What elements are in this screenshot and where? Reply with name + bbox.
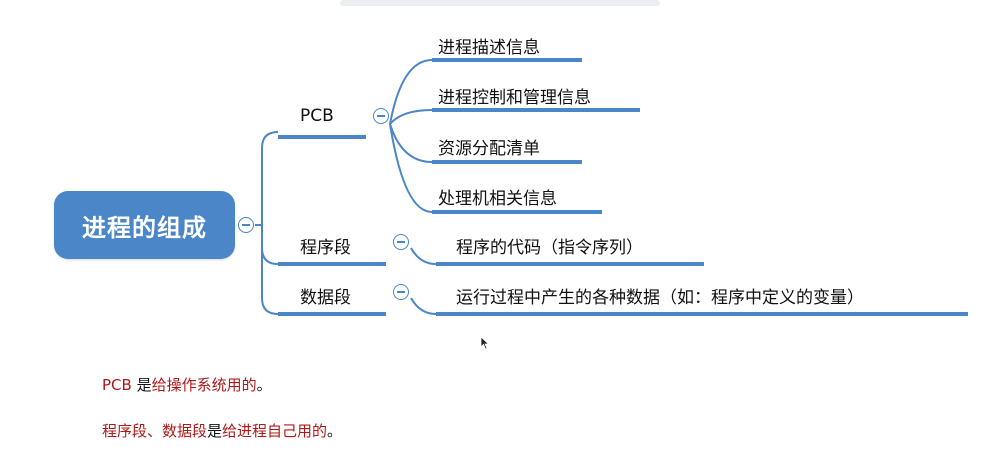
connector-pcb-child-4 xyxy=(389,123,433,213)
note-segments: 程序段、数据段是给进程自己用的。 xyxy=(102,420,342,441)
note-pcb-verb: 是 xyxy=(136,376,152,394)
note-pcb-end: 。 xyxy=(256,376,272,394)
connector-pcb-child-3 xyxy=(389,123,433,163)
connector-root-pcb xyxy=(261,131,279,225)
leaf-process-description[interactable]: 进程描述信息 xyxy=(438,38,540,58)
connector-root-data xyxy=(261,225,279,315)
leaf-process-control[interactable]: 进程控制和管理信息 xyxy=(438,88,591,108)
root-node[interactable]: 进程的组成 xyxy=(54,191,235,259)
mouse-cursor-icon xyxy=(480,336,490,350)
connector-root-program xyxy=(261,225,279,265)
leaf-runtime-data[interactable]: 运行过程中产生的各种数据（如：程序中定义的变量） xyxy=(456,288,864,308)
note-pcb: PCB 是给操作系统用的。 xyxy=(102,374,272,395)
note-segments-verb: 是 xyxy=(207,422,223,440)
note-segments-subject: 程序段、数据段 xyxy=(102,422,208,440)
leaf-resource-list[interactable]: 资源分配清单 xyxy=(438,139,540,159)
note-pcb-purpose: 给操作系统用的 xyxy=(151,376,257,394)
connector-pcb-child-2 xyxy=(389,109,433,125)
top-faded-bar xyxy=(340,0,660,6)
collapse-data-icon[interactable] xyxy=(393,284,409,300)
connector-data-child xyxy=(410,297,437,315)
branch-pcb[interactable]: PCB xyxy=(300,106,334,126)
collapse-root-icon[interactable] xyxy=(238,217,254,233)
connector-program-child xyxy=(410,247,437,265)
note-segments-end: 。 xyxy=(327,422,343,440)
leaf-program-code[interactable]: 程序的代码（指令序列） xyxy=(456,238,643,258)
collapse-pcb-icon[interactable] xyxy=(373,108,389,124)
note-pcb-subject: PCB xyxy=(102,376,132,394)
note-segments-purpose: 给进程自己用的 xyxy=(222,422,328,440)
leaf-processor-info[interactable]: 处理机相关信息 xyxy=(438,189,557,209)
collapse-program-icon[interactable] xyxy=(393,234,409,250)
branch-program-segment[interactable]: 程序段 xyxy=(300,238,351,258)
connector-pcb-child-1 xyxy=(389,59,433,125)
branch-data-segment[interactable]: 数据段 xyxy=(300,288,351,308)
